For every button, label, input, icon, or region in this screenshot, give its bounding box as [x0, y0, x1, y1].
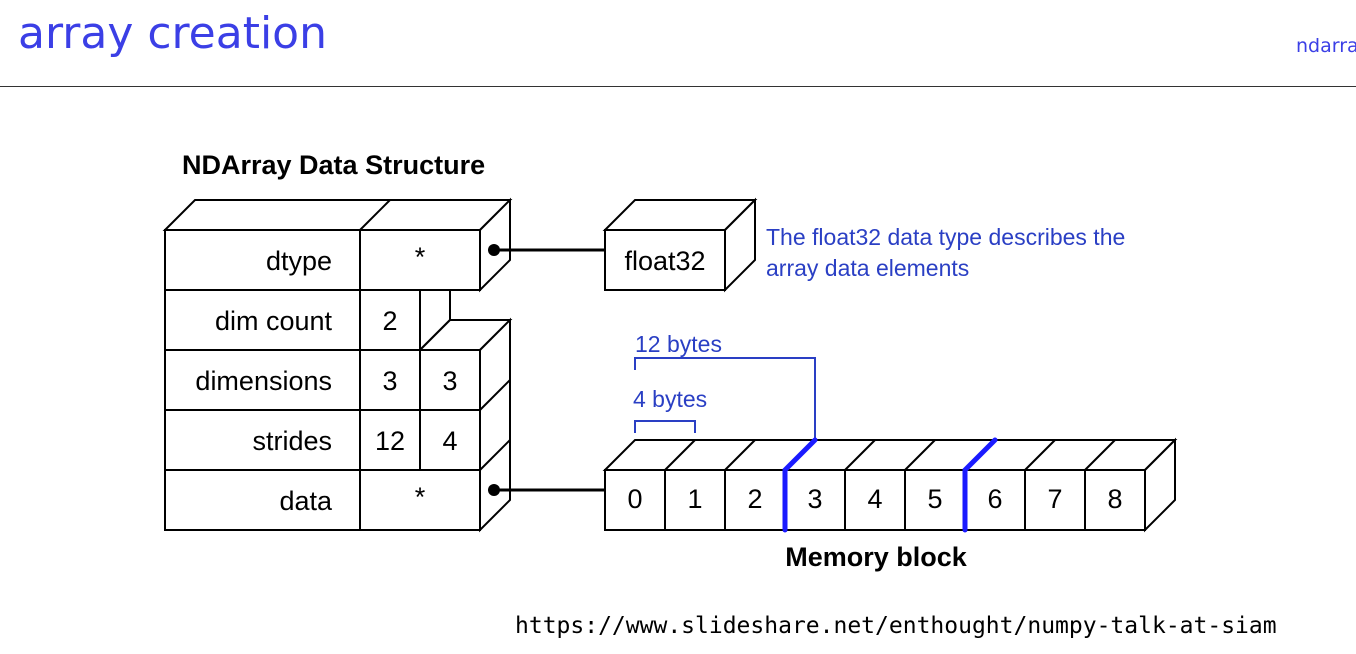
- memory-cell: [664, 469, 726, 531]
- stride-bracket-large: [634, 357, 816, 438]
- memory-cell: [724, 469, 786, 531]
- memory-cell-label: 6: [987, 484, 1002, 514]
- dtype-pointer-dot: [488, 244, 500, 256]
- struct-label-dtype: dtype: [266, 246, 332, 276]
- source-url: https://www.slideshare.net/enthought/num…: [515, 613, 1277, 639]
- memory-block: 0 1 2 3 4 5 6 7 8: [602, 437, 1178, 533]
- memory-top-divider: [1084, 439, 1116, 471]
- dtype-note-line-2: array data elements: [766, 255, 969, 281]
- dtype-box: [602, 197, 758, 293]
- stride-brackets: [634, 357, 816, 438]
- struct-value-stride-1: 4: [442, 426, 457, 456]
- data-pointer-dot: [488, 484, 500, 496]
- struct-label-strides: strides: [252, 426, 332, 456]
- memory-cell-label: 5: [927, 484, 942, 514]
- stride-bracket-small: [634, 420, 696, 433]
- memory-cell-label: 3: [807, 484, 822, 514]
- memory-cell-label: 0: [627, 484, 642, 514]
- struct-front: [164, 229, 481, 531]
- dtype-note-line-1: The float32 data type describes the: [766, 224, 1125, 250]
- memory-cell: [784, 469, 846, 531]
- memory-cell: [844, 469, 906, 531]
- dtype-box-label: float32: [624, 246, 705, 276]
- struct-3d-faces: [162, 197, 513, 533]
- struct-row-data: [164, 469, 481, 531]
- memory-cell: [1024, 469, 1086, 531]
- struct-value-data: *: [415, 482, 426, 512]
- section-tag: ndarray: [1296, 35, 1356, 57]
- memory-cell: [904, 469, 966, 531]
- struct-value-dtype: *: [415, 242, 426, 272]
- header-divider: [0, 86, 1356, 87]
- diagram-heading: NDArray Data Structure: [182, 150, 485, 180]
- struct-label-data: data: [279, 486, 333, 516]
- stride-label-small: 4 bytes: [633, 386, 707, 412]
- pointer-connectors: [494, 248, 605, 492]
- memory-top-divider: [904, 439, 936, 471]
- memory-cell-label: 7: [1047, 484, 1062, 514]
- memory-cell: [604, 469, 666, 531]
- stride-label-large: 12 bytes: [635, 331, 722, 357]
- memory-top-divider: [844, 439, 876, 471]
- memory-cell-label: 1: [687, 484, 702, 514]
- memory-cell: [1084, 469, 1146, 531]
- memory-cell-label: 2: [747, 484, 762, 514]
- struct-label-dim-count: dim count: [215, 306, 333, 336]
- memory-cell-label: 4: [867, 484, 882, 514]
- struct-value-stride-0: 12: [375, 426, 405, 456]
- page-title: array creation: [18, 8, 327, 59]
- row-separator: [962, 437, 998, 533]
- struct-value-dim-1: 3: [442, 366, 457, 396]
- row-separator: [782, 437, 818, 533]
- memory-block-label: Memory block: [785, 542, 968, 572]
- struct-value-dim-0: 3: [382, 366, 397, 396]
- struct-value-dim-count: 2: [382, 306, 397, 336]
- memory-top-divider: [724, 439, 756, 471]
- memory-cell-label: 8: [1107, 484, 1122, 514]
- memory-top-divider: [1024, 439, 1056, 471]
- memory-top-divider: [664, 439, 696, 471]
- memory-cell: [964, 469, 1026, 531]
- struct-label-dimensions: dimensions: [195, 366, 332, 396]
